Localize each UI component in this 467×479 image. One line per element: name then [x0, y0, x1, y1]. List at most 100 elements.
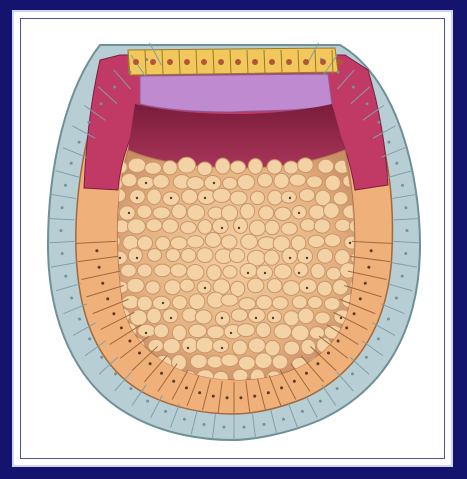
- cell-nucleus: [106, 297, 109, 300]
- cell-nucleus: [336, 387, 339, 390]
- lavender-band: [140, 74, 332, 112]
- yolk-cell: [122, 173, 137, 186]
- cell-nucleus: [212, 395, 215, 398]
- yolk-cell: [231, 309, 247, 322]
- cell-nucleus: [337, 339, 340, 342]
- yolk-cell: [284, 161, 299, 174]
- cell-nucleus: [345, 326, 348, 329]
- yolk-cell: [212, 219, 228, 234]
- yolk-cell: [148, 249, 162, 262]
- yolk-cell: [119, 206, 135, 220]
- yolk-cell: [166, 249, 180, 262]
- yolk-cell: [308, 296, 323, 308]
- yolk-cell: [207, 265, 222, 281]
- yolk-cell: [256, 323, 271, 338]
- yolk-cell: [145, 162, 162, 174]
- nucleus-dot: [204, 197, 206, 199]
- yolk-cell: [172, 204, 187, 219]
- yolk-cell: [324, 203, 340, 219]
- cell-nucleus: [243, 426, 246, 429]
- top-cell-nucleus: [337, 59, 343, 65]
- yolk-cell: [128, 248, 142, 263]
- nucleus-dot: [238, 227, 240, 229]
- yolk-cell: [297, 249, 312, 264]
- yolk-cell: [264, 250, 279, 265]
- yolk-cell: [268, 190, 283, 205]
- yolk-cell: [147, 189, 161, 205]
- cell-nucleus: [316, 362, 319, 365]
- nucleus-dot: [128, 212, 130, 214]
- yolk-cell: [137, 296, 152, 311]
- cell-nucleus: [365, 356, 368, 359]
- yolk-cell: [240, 203, 255, 219]
- yolk-cell: [314, 219, 330, 233]
- nucleus-dot: [187, 347, 189, 349]
- yolk-cell: [156, 236, 170, 250]
- yolk-cell: [240, 263, 257, 278]
- top-cell-nucleus: [269, 59, 275, 65]
- cell-nucleus: [401, 275, 404, 278]
- cell-nucleus: [359, 297, 362, 300]
- yolk-cell: [215, 158, 230, 174]
- cell-nucleus: [101, 282, 104, 285]
- nucleus-dot: [247, 272, 249, 274]
- top-cell-nucleus: [286, 59, 292, 65]
- yolk-cell: [190, 354, 207, 368]
- cell-nucleus: [253, 395, 256, 398]
- yolk-cell: [213, 188, 231, 202]
- yolk-cell: [317, 248, 332, 263]
- cell-nucleus: [185, 386, 188, 389]
- yolk-cell: [333, 280, 348, 295]
- yolk-cell: [301, 339, 316, 355]
- yolk-cell: [257, 173, 272, 187]
- cell-nucleus: [395, 162, 398, 165]
- cell-nucleus: [222, 426, 225, 429]
- yolk-cell: [187, 205, 205, 221]
- yolk-cell: [274, 173, 289, 188]
- nucleus-dot: [221, 347, 223, 349]
- yolk-cell: [137, 236, 152, 250]
- yolk-cell: [153, 175, 169, 189]
- cell-nucleus: [239, 396, 242, 399]
- yolk-cell: [196, 337, 213, 353]
- yolk-cell: [318, 159, 334, 173]
- yolk-cell: [248, 159, 262, 175]
- yolk-cell: [189, 294, 205, 310]
- yolk-cell: [127, 219, 145, 234]
- yolk-cell: [213, 339, 229, 352]
- yolk-cell: [163, 161, 178, 175]
- cell-nucleus: [319, 400, 322, 403]
- nucleus-dot: [213, 182, 215, 184]
- yolk-cell: [298, 158, 314, 173]
- cell-nucleus: [293, 380, 296, 383]
- cell-nucleus: [114, 372, 117, 375]
- yolk-cell: [284, 311, 300, 326]
- yolk-cell: [181, 249, 196, 263]
- nucleus-dot: [136, 257, 138, 259]
- cell-nucleus: [377, 121, 380, 124]
- cell-nucleus: [337, 71, 340, 74]
- yolk-cell: [294, 263, 308, 278]
- yolk-cell: [272, 297, 288, 310]
- yolk-cell: [274, 264, 291, 279]
- cell-nucleus: [172, 380, 175, 383]
- yolk-cell: [163, 338, 180, 353]
- yolk-cell: [300, 219, 315, 231]
- top-cell-nucleus: [201, 59, 207, 65]
- yolk-cell: [146, 219, 162, 232]
- yolk-cell: [207, 356, 223, 368]
- nucleus-dot: [289, 257, 291, 259]
- yolk-cell: [325, 175, 340, 191]
- yolk-cell: [162, 219, 178, 233]
- cell-nucleus: [280, 386, 283, 389]
- nucleus-dot: [349, 242, 351, 244]
- cell-nucleus: [387, 141, 390, 144]
- cell-nucleus: [351, 372, 354, 375]
- nucleus-dot: [221, 317, 223, 319]
- yolk-cell: [154, 324, 169, 338]
- yolk-cell: [137, 205, 152, 219]
- cell-nucleus: [364, 282, 367, 285]
- cell-nucleus: [88, 121, 91, 124]
- yolk-cell: [171, 237, 188, 250]
- yolk-cell: [148, 339, 163, 352]
